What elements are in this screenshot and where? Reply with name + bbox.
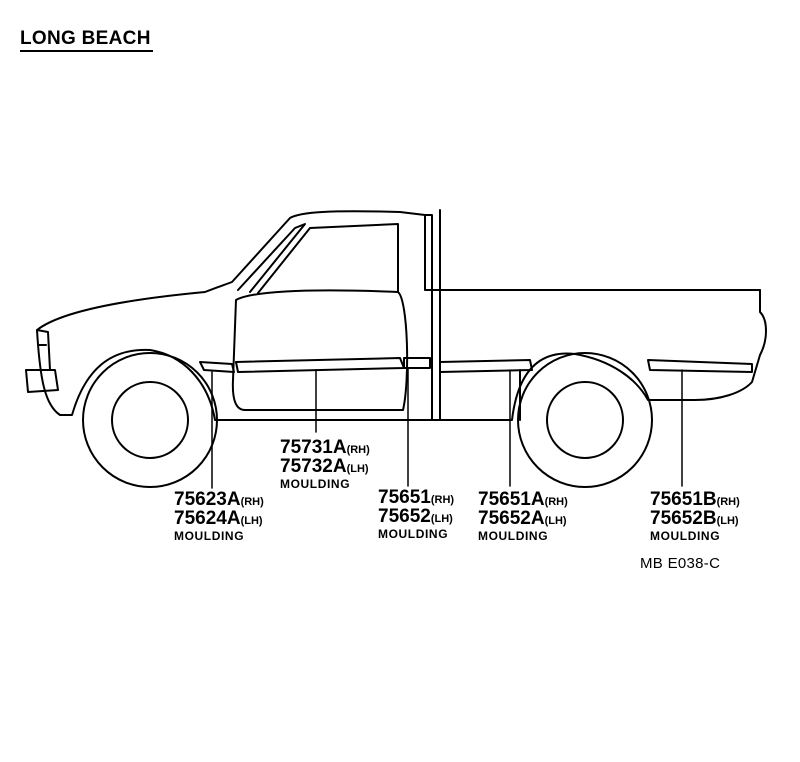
callout-75651: 75651(RH) 75652(LH) MOULDING (378, 488, 454, 540)
callout-75651a: 75651A(RH) 75652A(LH) MOULDING (478, 490, 568, 542)
rear-tire (517, 352, 653, 488)
callout-75651b: 75651B(RH) 75652B(LH) MOULDING (650, 490, 740, 542)
part-description: MOULDING (174, 529, 245, 543)
leader-lines (211, 367, 683, 489)
front-rim (111, 381, 189, 459)
windshield (237, 223, 306, 293)
part-number-lh: 75624A(LH) (174, 508, 263, 529)
part-number-lh: 75652B(LH) (650, 508, 739, 529)
callout-75731a: 75731A(RH) 75732A(LH) MOULDING (280, 438, 370, 490)
front-grille (36, 329, 51, 371)
front-tire (82, 352, 218, 488)
diagram-title: LONG BEACH (20, 28, 151, 49)
part-number-lh: 75732A(LH) (280, 456, 369, 477)
moulding-door (235, 357, 405, 373)
part-number-lh: 75652(LH) (378, 506, 453, 527)
part-number-rh: 75651(RH) (378, 487, 455, 508)
cab-back-pillar (424, 214, 433, 421)
door-outline (231, 289, 409, 411)
part-number-rh: 75623A(RH) (174, 489, 264, 510)
part-description: MOULDING (650, 529, 721, 543)
side-window (257, 223, 399, 294)
part-number-rh: 75651A(RH) (478, 489, 568, 510)
part-number-lh: 75652A(LH) (478, 508, 567, 529)
moulding-bed-rear (647, 359, 753, 373)
front-bumper (25, 369, 59, 393)
truck-body-outline (36, 210, 767, 421)
callout-75623a: 75623A(RH) 75624A(LH) MOULDING (174, 490, 264, 542)
moulding-cab (403, 357, 431, 369)
part-description: MOULDING (280, 477, 351, 491)
part-description: MOULDING (478, 529, 549, 543)
rear-rim (546, 381, 624, 459)
title-underline (20, 50, 153, 52)
part-description: MOULDING (378, 527, 449, 541)
part-number-rh: 75651B(RH) (650, 489, 740, 510)
moulding-front-fender (199, 361, 235, 373)
figure-code: MB E038-C (640, 555, 721, 572)
part-number-rh: 75731A(RH) (280, 437, 370, 458)
moulding-bed-front (439, 359, 533, 373)
